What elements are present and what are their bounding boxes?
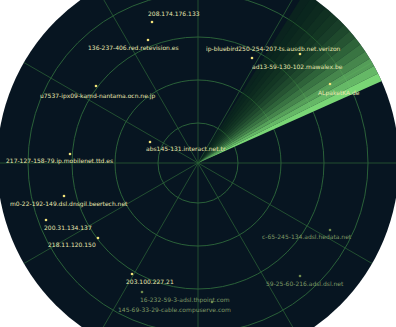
blip-dot (63, 195, 66, 198)
blip-dot (95, 85, 98, 88)
host-label: ad13-59-130-102.mawalex.be (252, 63, 342, 70)
blip-dot (251, 57, 254, 60)
blip-dot (299, 275, 302, 278)
bearing-spoke (198, 163, 396, 164)
host-label: 208.174.176.133 (148, 10, 200, 17)
host-label: ALpaketKA.de (318, 89, 359, 96)
host-label: 16-232-59-3-adsl.thpoint.com (140, 296, 230, 303)
bearing-spoke (198, 0, 199, 163)
host-label: 218.11.120.150 (48, 241, 96, 248)
host-label: 203.100.227.21 (126, 278, 174, 285)
blip-dot (141, 291, 144, 294)
blip-dot (329, 229, 332, 232)
blip-dot (149, 141, 152, 144)
blip-dot (147, 39, 150, 42)
host-label: 59-25-60-216.adsl.dsl.net (266, 280, 343, 287)
sweep-slice (198, 64, 382, 163)
blip-dot (97, 237, 100, 240)
sweep-slice (198, 72, 385, 163)
host-label: 136-237-406.red.retevision.es (88, 44, 179, 51)
radar-sweep (198, 0, 385, 163)
blip-dot (45, 219, 48, 222)
bearing-spoke (0, 163, 198, 283)
bearing-spoke (78, 0, 198, 163)
host-label: ip-bluebird250-254-207-ts.ausdb.net.veri… (206, 45, 340, 52)
host-label: c-65-245-134.adsl.hedata.net (262, 233, 351, 240)
blip-dot (131, 273, 134, 276)
blip-dot (69, 153, 72, 156)
blip-dot (329, 83, 332, 86)
host-label: 200.31.134.137 (44, 224, 92, 231)
blip-dot (299, 53, 302, 56)
host-label: u7537-ipx09-kamd-nantama.ocn.ne.jp (40, 92, 155, 99)
host-label: 145-69-33-29-cable.compuserve.com (118, 306, 231, 313)
host-label: m0-22-192-149.dsl.dnsgil.beertech.net (10, 200, 127, 207)
host-label: abs145-131.interact.net.tr (146, 145, 225, 152)
blip-dot (151, 21, 154, 24)
bearing-spoke (198, 163, 396, 283)
host-label: 217-127-158-79.ip.mobilenet.ttd.es (6, 157, 113, 164)
sweep-slice (198, 42, 369, 163)
